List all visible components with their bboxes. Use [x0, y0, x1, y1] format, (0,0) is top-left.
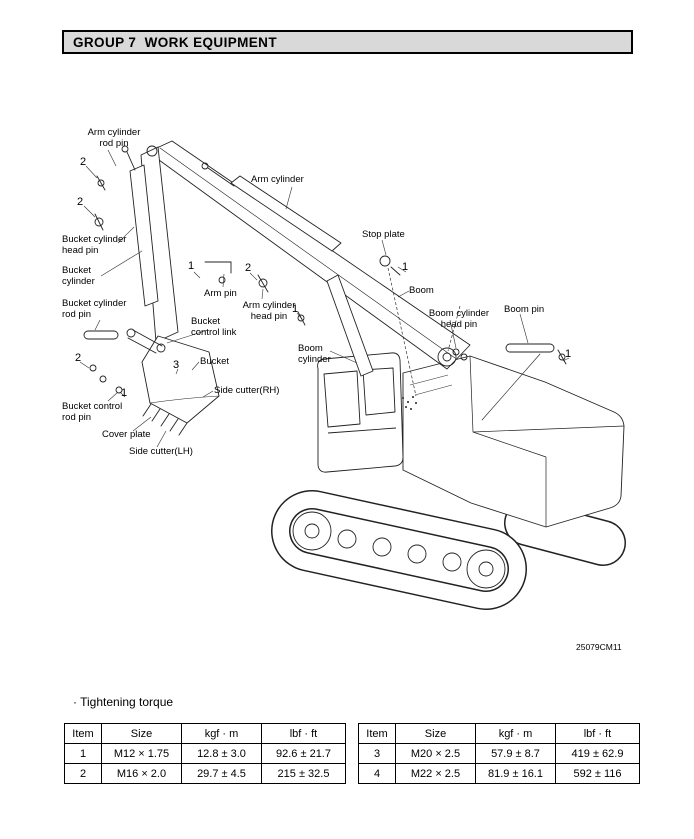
- dashed-reference-lines: [387, 267, 461, 397]
- cell-kgfm: 57.9 ± 8.7: [475, 743, 556, 764]
- table-header-row: Item Size kgf · m lbf · ft: [64, 723, 346, 744]
- cell-lbfft: 92.6 ± 21.7: [261, 743, 346, 764]
- far-track-drawing: [504, 500, 626, 566]
- column-header-item: Item: [358, 723, 396, 744]
- label-side-cutter-lh: Side cutter(LH): [129, 446, 193, 457]
- section-header-bar: GROUP 7 WORK EQUIPMENT: [62, 30, 633, 54]
- label-boom-cylinder: Boom cylinder: [298, 343, 331, 366]
- callout-number-2: 2: [77, 196, 84, 208]
- callout-number-2: 2: [75, 352, 82, 364]
- table-header-row: Item Size kgf · m lbf · ft: [358, 723, 640, 744]
- cell-item: 3: [358, 743, 396, 764]
- cell-item: 2: [64, 763, 102, 784]
- label-arm-cylinder-rod-pin: Arm cylinder rod pin: [87, 127, 141, 150]
- column-header-lbfft: lbf · ft: [555, 723, 640, 744]
- cell-size: M16 × 2.0: [101, 763, 182, 784]
- label-boom-pin: Boom pin: [504, 304, 545, 315]
- label-boom: Boom: [409, 285, 434, 296]
- callout-number-1: 1: [292, 303, 299, 315]
- drawing-code: 25079CM11: [576, 642, 622, 652]
- callout-number-1: 1: [402, 261, 409, 273]
- column-header-size: Size: [395, 723, 476, 744]
- table-row: 1 M12 × 1.75 12.8 ± 3.0 92.6 ± 21.7: [64, 743, 346, 764]
- work-equipment-drawing: [121, 140, 471, 436]
- label-arm-cylinder: Arm cylinder: [251, 174, 304, 185]
- label-boom-cylinder-head-pin: Boom cylinder head pin: [428, 308, 490, 331]
- callout-number-2: 2: [80, 156, 87, 168]
- cell-size: M12 × 1.75: [101, 743, 182, 764]
- label-bucket-cylinder: Bucket cylinder: [62, 265, 95, 288]
- label-bucket-cylinder-rod-pin: Bucket cylinder rod pin: [62, 298, 127, 321]
- cell-size: M20 × 2.5: [395, 743, 476, 764]
- upper-body-drawing: [402, 355, 625, 528]
- main-track-drawing: [271, 490, 527, 610]
- callout-number-1: 1: [565, 348, 572, 360]
- column-header-size: Size: [101, 723, 182, 744]
- cell-lbfft: 419 ± 62.9: [555, 743, 640, 764]
- callout-number-3: 3: [173, 359, 180, 371]
- cell-item: 1: [64, 743, 102, 764]
- cell-kgfm: 29.7 ± 4.5: [181, 763, 262, 784]
- cell-lbfft: 592 ± 116: [555, 763, 640, 784]
- table-row: 3 M20 × 2.5 57.9 ± 8.7 419 ± 62.9: [358, 743, 640, 764]
- cab-drawing: [317, 352, 404, 473]
- label-bucket-control-rod-pin: Bucket control rod pin: [62, 401, 123, 424]
- leader-lines: [79, 149, 570, 448]
- table-row: 4 M22 × 2.5 81.9 ± 16.1 592 ± 116: [358, 763, 640, 784]
- label-cover-plate: Cover plate: [102, 429, 151, 440]
- torque-table-right: Item Size kgf · m lbf · ft 3 M20 × 2.5 5…: [358, 723, 640, 784]
- label-side-cutter-rh: Side cutter(RH): [214, 385, 280, 396]
- column-header-lbfft: lbf · ft: [261, 723, 346, 744]
- callout-number-2: 2: [245, 262, 252, 274]
- cell-size: M22 × 2.5: [395, 763, 476, 784]
- table-row: 2 M16 × 2.0 29.7 ± 4.5 215 ± 32.5: [64, 763, 346, 784]
- tightening-torque-title: · Tightening torque: [73, 695, 174, 709]
- column-header-item: Item: [64, 723, 102, 744]
- callout-number-1: 1: [188, 260, 195, 272]
- label-arm-cylinder-head-pin: Arm cylinder head pin: [242, 300, 296, 323]
- cell-item: 4: [358, 763, 396, 784]
- cell-kgfm: 12.8 ± 3.0: [181, 743, 262, 764]
- label-arm-pin: Arm pin: [204, 288, 237, 299]
- label-stop-plate: Stop plate: [362, 229, 405, 240]
- section-title: GROUP 7 WORK EQUIPMENT: [73, 34, 277, 50]
- torque-table-left: Item Size kgf · m lbf · ft 1 M12 × 1.75 …: [64, 723, 346, 784]
- label-bucket-control-link: Bucket control link: [191, 316, 237, 339]
- label-bucket: Bucket: [200, 356, 230, 367]
- pin-hardware-drawing: [83, 175, 567, 421]
- callout-number-1: 1: [121, 387, 128, 399]
- column-header-kgfm: kgf · m: [181, 723, 262, 744]
- column-header-kgfm: kgf · m: [475, 723, 556, 744]
- label-bucket-cylinder-head-pin: Bucket cylinder head pin: [62, 234, 127, 257]
- deck-dots: [402, 396, 417, 410]
- cell-lbfft: 215 ± 32.5: [261, 763, 346, 784]
- cell-kgfm: 81.9 ± 16.1: [475, 763, 556, 784]
